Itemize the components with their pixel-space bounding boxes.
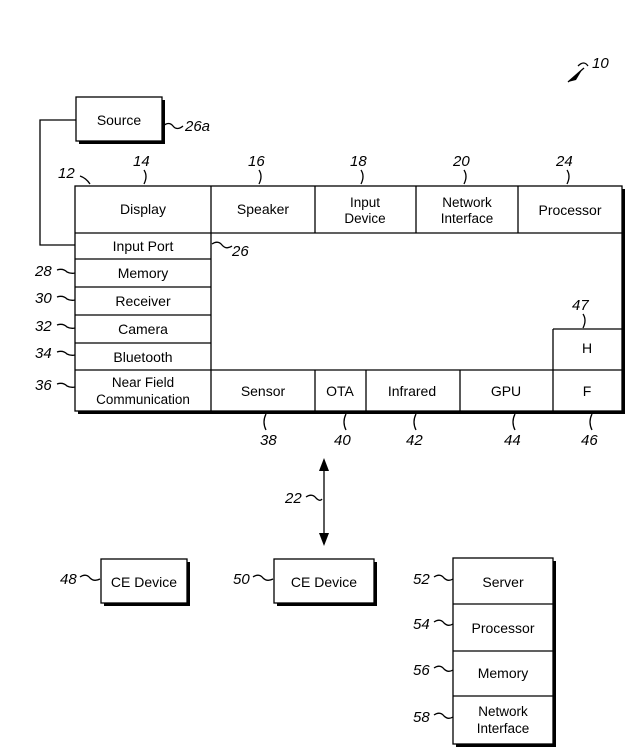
speaker-label: Speaker — [237, 201, 289, 217]
bluetooth-label: Bluetooth — [113, 349, 172, 365]
server-label: Server — [482, 574, 524, 590]
f-ref: 46 — [581, 432, 598, 449]
server-memory-label: Memory — [478, 665, 529, 681]
server-ref: 52 — [413, 571, 430, 588]
camera-label: Camera — [118, 321, 168, 337]
ota-ref: 40 — [334, 432, 351, 449]
ce-device-2-box — [273, 558, 375, 604]
input-device-label-1: Input — [350, 195, 380, 210]
h-ref: 47 — [572, 297, 589, 314]
main-device-ref: 12 — [58, 165, 75, 182]
source-box — [75, 96, 163, 142]
main-device-box — [74, 185, 623, 412]
server-processor-label: Processor — [471, 620, 534, 636]
source-ref-leader — [162, 122, 184, 130]
input-port-ref: 26 — [231, 243, 249, 260]
input-device-ref: 18 — [350, 153, 367, 170]
ce-device-2-label: CE Device — [291, 574, 357, 590]
input-port-label: Input Port — [113, 238, 174, 254]
receiver-ref: 30 — [35, 290, 52, 307]
ce-device-1-box — [100, 558, 188, 604]
network-ref: 22 — [284, 490, 302, 507]
figure-ref-group: 10 — [567, 55, 609, 83]
memory-label: Memory — [118, 265, 169, 281]
server-network-interface-ref: 58 — [413, 709, 430, 726]
sensor-label: Sensor — [241, 383, 286, 399]
network-arrow-up — [319, 458, 329, 471]
main-device: 12 Display Speaker Input Device Network … — [34, 153, 625, 449]
network-interface-label-1: Network — [442, 195, 492, 210]
gpu-ref: 44 — [504, 432, 521, 449]
receiver-label: Receiver — [115, 293, 171, 309]
ce-device-1: CE Device 48 — [60, 558, 190, 606]
nfc-label-2: Communication — [96, 392, 190, 407]
display-label: Display — [120, 201, 166, 217]
sensor-ref: 38 — [260, 432, 277, 449]
ce-device-1-ref: 48 — [60, 571, 77, 588]
ce-device-2-ref: 50 — [233, 571, 250, 588]
display-ref: 14 — [133, 153, 150, 170]
processor-label: Processor — [538, 202, 601, 218]
ota-label: OTA — [326, 383, 354, 399]
figure-ref-squiggle — [577, 62, 589, 67]
memory-ref: 28 — [34, 263, 52, 280]
network-link: 22 — [284, 458, 329, 546]
network-arrow-down — [319, 533, 329, 546]
source-ref: 26a — [184, 118, 210, 135]
processor-ref: 24 — [555, 153, 573, 170]
network-interface-ref: 20 — [452, 153, 470, 170]
source-label: Source — [97, 112, 142, 128]
input-device-label-2: Device — [344, 211, 385, 226]
server-network-interface-label-1: Network — [478, 704, 528, 719]
source-block: Source 26a — [39, 96, 210, 246]
main-device-ref-leader — [79, 175, 91, 185]
nfc-ref: 36 — [35, 377, 52, 394]
server-processor-ref: 54 — [413, 616, 430, 633]
server-network-interface-label-2: Interface — [477, 721, 530, 736]
source-to-input-port-line — [39, 119, 76, 246]
camera-ref: 32 — [35, 318, 52, 335]
bluetooth-ref: 34 — [35, 345, 52, 362]
network-interface-label-2: Interface — [441, 211, 494, 226]
nfc-label-1: Near Field — [112, 375, 174, 390]
server-memory-ref: 56 — [413, 662, 430, 679]
figure-ref: 10 — [592, 55, 609, 72]
infrared-ref: 42 — [406, 432, 423, 449]
server-stack: Server Processor Memory Network Interfac… — [413, 557, 556, 747]
infrared-label: Infrared — [388, 383, 436, 399]
gpu-label: GPU — [491, 383, 521, 399]
ce-device-1-label: CE Device — [111, 574, 177, 590]
h-label: H — [582, 340, 592, 356]
figure-ref-arrow-line — [567, 67, 585, 83]
f-label: F — [583, 383, 592, 399]
speaker-ref: 16 — [248, 153, 265, 170]
ce-device-2: CE Device 50 — [233, 558, 377, 606]
